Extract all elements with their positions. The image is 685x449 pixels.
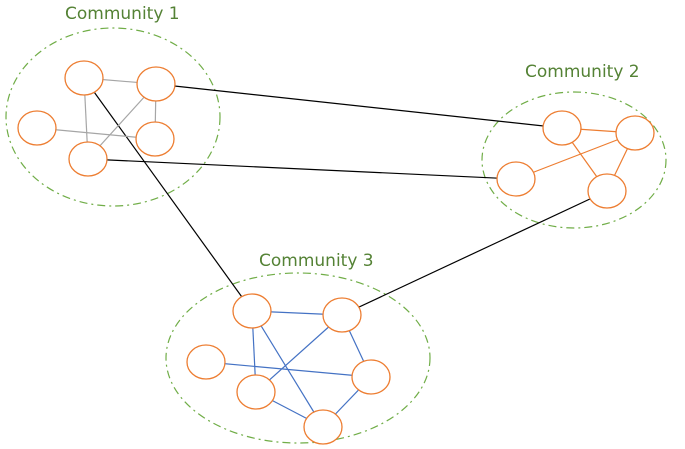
network-nodes [17,60,655,445]
node-c2-b [615,115,655,151]
inter-edge-c1-e-c2-c [87,158,517,180]
edge-c2-c-c2-b [515,132,636,180]
inter-edge-c1-b-c2-a [155,83,563,129]
node-c3-f [303,409,343,445]
node-c3-c [186,344,226,380]
community-3-label: Community 3 [259,251,374,271]
edge-c1-c-c1-d [36,127,156,140]
community-labels: Community 1 Community 2 Community 3 [65,4,640,271]
node-c1-a [64,60,104,96]
inter-edge-c2-d-c3-b [341,190,608,316]
community-1-boundary [5,27,221,207]
community-1-label: Community 1 [65,4,180,24]
node-c1-c [17,110,57,146]
node-c1-b [136,66,176,102]
node-c1-e [68,141,108,177]
node-c3-a [232,293,272,329]
node-c1-d [135,121,175,157]
community-3-boundary [165,272,431,444]
node-c2-a [542,110,582,146]
community-2-label: Community 2 [525,62,640,82]
inter-community-edges [83,77,608,316]
community-2-boundary [481,91,667,229]
inter-edge-c1-a-c3-a [83,77,253,312]
node-c2-d [587,173,627,209]
edge-c3-c-c3-e [205,361,372,378]
node-c3-b [322,297,362,333]
node-c3-e [351,359,391,395]
edge-c3-b-c3-d [255,314,343,393]
community-boundaries [5,27,667,444]
node-c2-c [496,161,536,197]
node-c3-d [236,374,276,410]
